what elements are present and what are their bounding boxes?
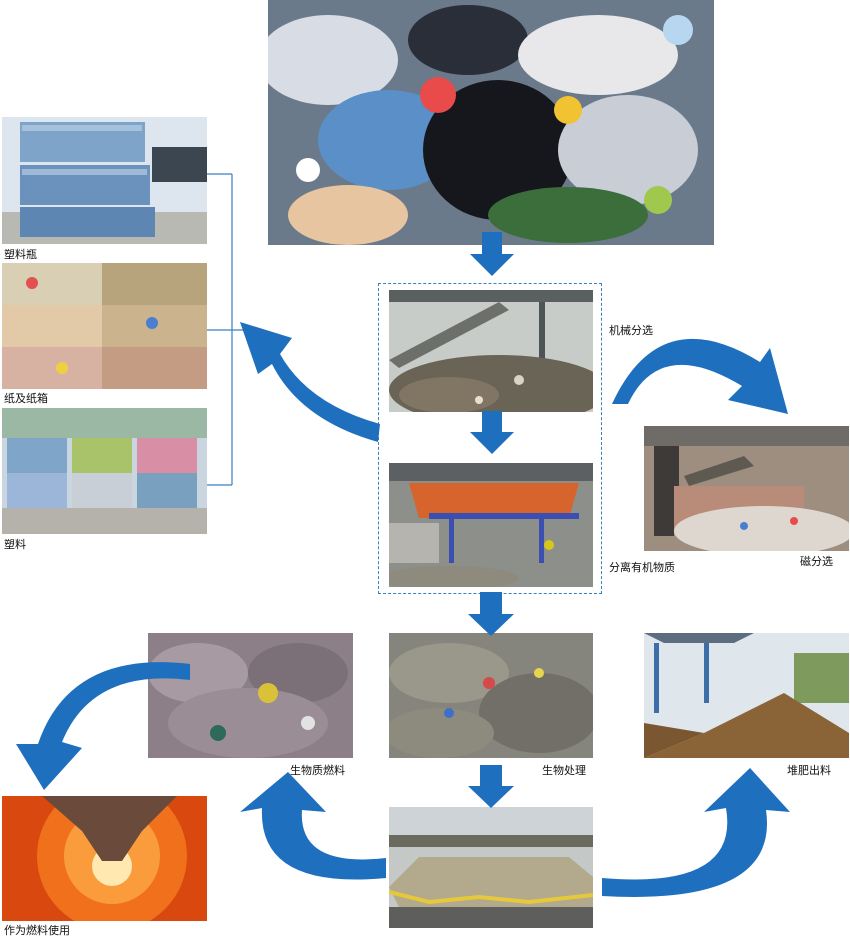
mechanical-sorting-photo <box>389 290 593 412</box>
arrow-to-biomass-fuel <box>240 772 386 880</box>
label-biomass-fuel: 生物质燃料 <box>290 764 345 777</box>
processing-group-frame <box>378 283 602 594</box>
organic-separation-photo <box>389 463 593 587</box>
paper-bales-photo <box>2 263 207 389</box>
arrow-to-compost <box>602 768 790 897</box>
covered-windrows-photo <box>389 807 593 928</box>
fuel-use-photo <box>2 796 207 921</box>
arrow-to-recyclables <box>240 322 380 442</box>
arrow-down-3 <box>468 592 514 636</box>
label-compost-output: 堆肥出料 <box>787 764 831 777</box>
arrow-to-magnetic <box>612 338 788 414</box>
magnetic-sorting-photo <box>644 426 849 551</box>
biomass-fuel-photo <box>148 633 353 758</box>
label-plastic-bottles: 塑料瓶 <box>4 248 37 261</box>
label-plastic: 塑料 <box>4 538 26 551</box>
arrow-down-4 <box>468 765 514 808</box>
label-organic-separation: 分离有机物质 <box>609 561 675 574</box>
plastic-bottles-photo <box>2 117 207 244</box>
bio-treatment-photo <box>389 633 593 758</box>
label-mechanical-sorting: 机械分选 <box>609 324 653 337</box>
mixed-waste-photo <box>268 0 714 245</box>
plastic-bales-photo <box>2 408 207 534</box>
compost-output-photo <box>644 633 849 758</box>
recyclables-bracket <box>207 173 255 486</box>
label-magnetic-sorting: 磁分选 <box>800 555 833 568</box>
label-bio-treatment: 生物处理 <box>542 764 586 777</box>
label-paper: 纸及纸箱 <box>4 392 48 405</box>
label-fuel-use: 作为燃料使用 <box>4 924 70 937</box>
